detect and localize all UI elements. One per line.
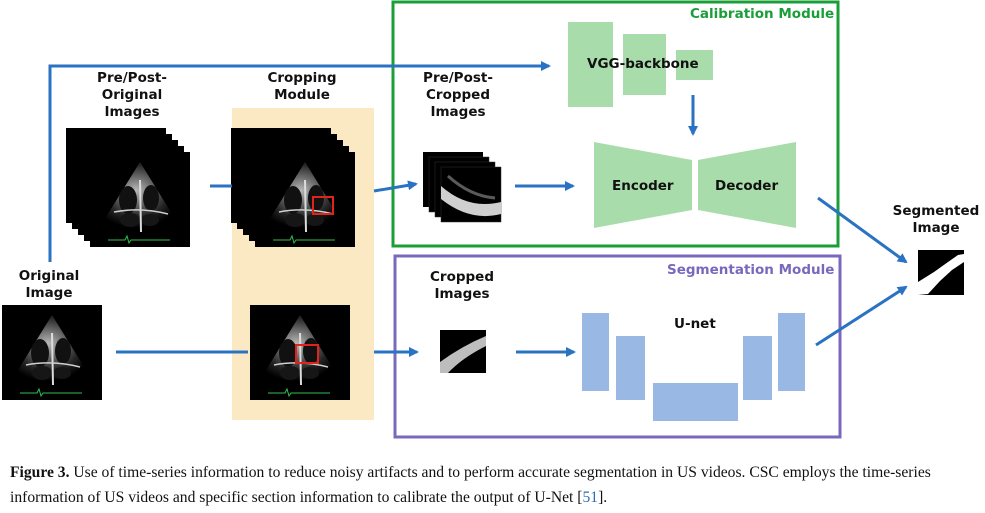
- unet-block-3: [743, 336, 772, 400]
- unet-block-bottleneck: [653, 383, 738, 421]
- unet-block-4: [778, 313, 805, 391]
- arrows: [48, 61, 908, 357]
- calibration-module-box: [391, 0, 840, 248]
- decoder-block: [698, 142, 796, 228]
- citation-link[interactable]: 51: [582, 489, 599, 506]
- figure-label: Figure 3.: [10, 464, 70, 481]
- segmented-image: [918, 250, 964, 295]
- decoder-label: Decoder: [715, 178, 779, 194]
- vgg-backbone-label: VGG-backbone: [587, 56, 699, 72]
- calibration-module-title: Calibration Module: [690, 6, 835, 22]
- figure-diagram: Pre/Post- Original Images Cropping Modul…: [1, 0, 980, 439]
- vgg-block-3: [676, 50, 713, 80]
- encoder-block: [594, 142, 692, 228]
- crop-box-bottom: [295, 344, 319, 364]
- unet-block-2: [616, 336, 645, 400]
- vgg-block-2: [623, 34, 666, 95]
- original-image: [1, 304, 103, 401]
- cropped-image: [440, 330, 486, 373]
- label-segmented-image: Segmented Image: [892, 203, 980, 236]
- vgg-block-1: [568, 22, 613, 107]
- unet-label: U-net: [674, 316, 716, 332]
- cropping-module-stack: [230, 127, 356, 248]
- figure-caption: Figure 3. Use of time-series information…: [10, 460, 978, 510]
- cropping-module-single: [249, 304, 351, 401]
- unet-block-1: [582, 313, 609, 391]
- label-cropped-images: Cropped Images: [430, 269, 494, 302]
- pre-post-cropped-images: [423, 152, 502, 223]
- label-pre-post-cropped: Pre/Post- Cropped Images: [423, 70, 493, 120]
- label-cropping-module: Cropping Module: [267, 70, 337, 103]
- crop-box-top: [312, 196, 334, 215]
- caption-text-end: ].: [598, 489, 608, 506]
- segmentation-module-title: Segmentation Module: [667, 262, 835, 278]
- encoder-label: Encoder: [612, 178, 674, 194]
- pre-post-original-images: [65, 127, 191, 248]
- caption-text: Use of time-series information to reduce…: [10, 464, 931, 506]
- label-original-image: Original Image: [18, 268, 80, 301]
- segmentation-module-box: [393, 254, 842, 439]
- label-pre-post-original: Pre/Post- Original Images: [97, 70, 167, 120]
